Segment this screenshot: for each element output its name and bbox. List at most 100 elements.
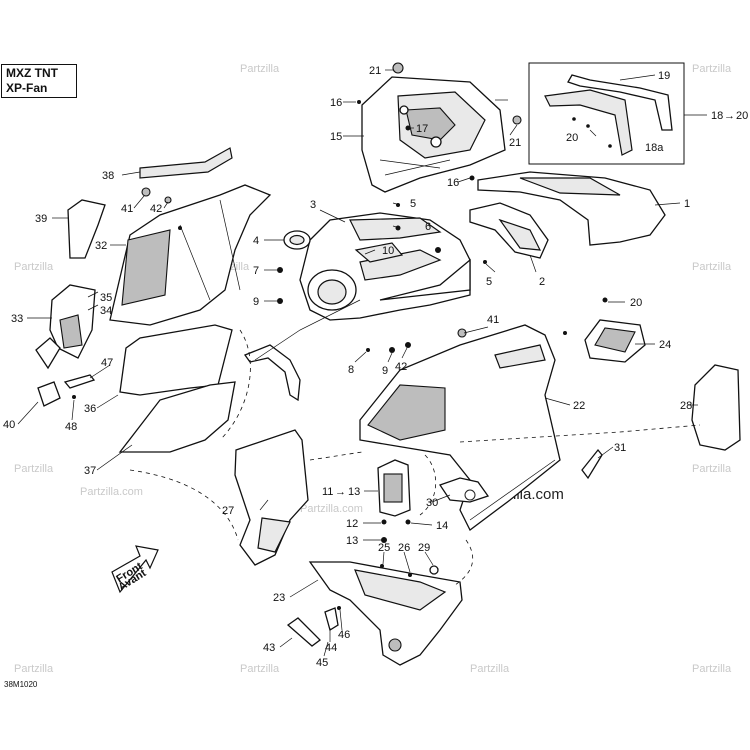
callout-18-20: 18: [711, 110, 723, 122]
part-27-panel: [234, 429, 309, 566]
part-3-console: [299, 212, 471, 321]
hardware-fasteners: [72, 62, 612, 610]
watermark: Partzilla.com: [80, 486, 143, 498]
callout-35: 35: [100, 292, 112, 304]
part-44-clip: [324, 607, 339, 632]
callout-45: 45: [316, 657, 328, 669]
watermark: Partzilla: [240, 63, 280, 75]
callout-5: 5: [410, 198, 416, 210]
alignment-line: [309, 451, 363, 461]
callout-14: 14: [436, 520, 448, 532]
callout-31: 31: [614, 442, 626, 454]
callout-27: 27: [222, 505, 234, 517]
callout-12: 12: [346, 518, 358, 530]
part-19-trim: [544, 74, 673, 156]
part-32-left-panel: [109, 184, 272, 326]
part-10-insert: [354, 242, 404, 263]
callout-1: 1: [684, 198, 690, 210]
callout-2: 2: [539, 276, 545, 288]
callout-44: 44: [325, 642, 337, 654]
callout-36: 36: [84, 403, 96, 415]
part-11-bracket: [377, 459, 411, 517]
alignment-line: [454, 539, 474, 586]
watermark: Partzilla.com: [300, 503, 363, 515]
callout-48: 48: [65, 421, 77, 433]
callout-labels: 21 16 15 17 16 21 19 20 18a 18 → 20 1 2 …: [3, 65, 748, 669]
callout-16: 16: [447, 177, 459, 189]
copyright-icon: [464, 489, 476, 501]
part-28-cover: [691, 364, 741, 451]
watermark: Partzilla: [692, 261, 732, 273]
callout-21: 21: [509, 137, 521, 149]
callout-20-range: 20: [736, 110, 748, 122]
callout-26: 26: [398, 542, 410, 554]
watermark: Partzilla: [14, 663, 54, 675]
callout-6: 6: [425, 221, 431, 233]
callout-39: 39: [35, 213, 47, 225]
callout-37: 37: [84, 465, 96, 477]
model-line-2: XP-Fan: [6, 81, 48, 95]
watermark: Partzilla: [14, 261, 54, 273]
model-line-1: MXZ TNT: [6, 66, 58, 80]
callout-41: 41: [121, 203, 133, 215]
reference-code: 38M1020: [4, 680, 38, 689]
part-24-grille: [584, 319, 646, 363]
callout-9: 9: [253, 296, 259, 308]
model-label-box: MXZ TNT XP-Fan: [1, 64, 77, 98]
part-1-side-panel: [477, 171, 666, 246]
part-33-light-housing: [35, 284, 96, 370]
part-40-block: [37, 381, 61, 407]
callout-arrow: →: [724, 110, 735, 122]
part-39-block: [67, 199, 106, 259]
callout-19: 19: [658, 70, 670, 82]
callout-23: 23: [273, 592, 285, 604]
part-31-clip: [581, 448, 603, 480]
alignment-line: [419, 454, 437, 516]
watermark: Partzilla: [692, 63, 732, 75]
watermark: Partzilla: [692, 663, 732, 675]
watermark: Partzilla: [14, 463, 54, 475]
callout-38: 38: [102, 170, 114, 182]
callout-20: 20: [630, 297, 642, 309]
callout-18a: 18a: [645, 142, 664, 154]
part-23-lower-pan: [308, 561, 463, 666]
watermark: Partzilla: [470, 663, 510, 675]
callout-42: 42: [150, 203, 162, 215]
callout-13: 13: [346, 535, 358, 547]
alignment-line: [129, 469, 239, 541]
callout-16: 16: [330, 97, 342, 109]
callout-47: 47: [101, 357, 113, 369]
callout-33: 33: [11, 313, 23, 325]
part-8-bracket: [243, 344, 301, 402]
callout-28: 28: [680, 400, 692, 412]
callout-15: 15: [330, 131, 342, 143]
callout-3: 3: [310, 199, 316, 211]
callout-9: 9: [382, 365, 388, 377]
callout-4: 4: [253, 235, 259, 247]
callout-8: 8: [348, 364, 354, 376]
callout-24: 24: [659, 339, 671, 351]
watermark: Partzilla: [692, 463, 732, 475]
part-15-dash-panel: [361, 76, 506, 193]
front-direction-arrow: Front Avant: [111, 545, 159, 593]
part-4-ring: [283, 230, 311, 250]
callout-46: 46: [338, 629, 350, 641]
callout-42: 42: [395, 361, 407, 373]
part-37-panel: [118, 381, 236, 453]
callout-13: 13: [348, 486, 360, 498]
part-30-piece: [438, 477, 490, 503]
part-22-side-panel: [359, 324, 561, 531]
part-47-strip: [63, 374, 96, 389]
callout-32: 32: [95, 240, 107, 252]
callout-34: 34: [100, 305, 112, 317]
callout-7: 7: [253, 265, 259, 277]
callout-17: 17: [416, 123, 428, 135]
callout-21: 21: [369, 65, 381, 77]
part-2-inner-panel: [469, 202, 549, 259]
callout-30: 30: [426, 497, 438, 509]
callout-40: 40: [3, 419, 15, 431]
callout-22: 22: [573, 400, 585, 412]
leader-lines: [17, 69, 707, 657]
callout-29: 29: [418, 542, 430, 554]
